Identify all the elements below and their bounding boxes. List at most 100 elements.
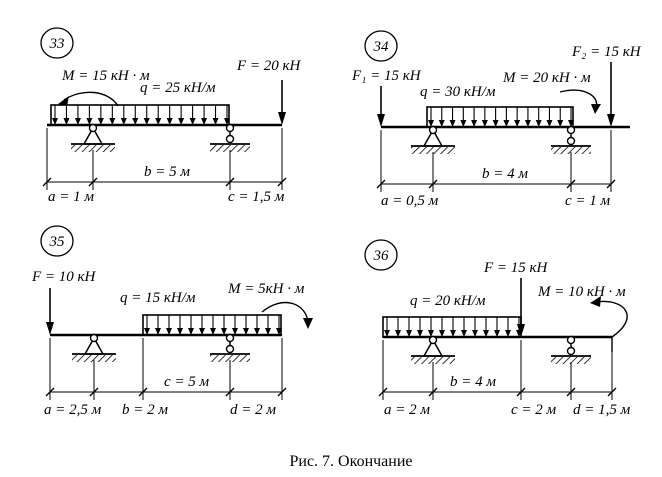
dimension-tick <box>89 387 99 397</box>
load-arrowhead <box>557 120 564 127</box>
load-arrowhead <box>166 118 173 125</box>
dim-a-label: a = 0,5 м <box>381 193 439 209</box>
ground-hatch <box>210 145 250 152</box>
problem-number-circle <box>364 30 398 62</box>
load-arrowhead <box>494 330 500 337</box>
roller-hinge-top <box>566 125 576 135</box>
moment-arrowhead <box>590 296 601 307</box>
load-arrowhead <box>243 328 249 335</box>
load-arrowhead <box>461 330 467 337</box>
dimension-tick <box>378 387 388 397</box>
load-arrowhead <box>471 120 478 127</box>
ground-hatch <box>411 357 455 364</box>
pin-hinge <box>428 335 438 345</box>
load-arrowhead <box>166 328 172 335</box>
problem-33: 33 M = 15 кН · м q = 25 кН/м F = 20 кН a… <box>40 27 302 205</box>
dimension-tick <box>277 177 287 187</box>
moment-arc <box>559 89 598 109</box>
load-arrowhead <box>524 120 531 127</box>
load-label: q = 30 кН/м <box>420 84 496 100</box>
load-arrowhead <box>406 330 412 337</box>
dimension-tick <box>516 387 526 397</box>
pin-support <box>72 333 116 362</box>
load-arrowhead <box>472 330 478 337</box>
figure-caption: Рис. 7. Окончание <box>289 453 412 470</box>
dim-d-label: d = 2 м <box>230 402 276 418</box>
roller-support <box>210 333 250 362</box>
dim-a-label: a = 2 м <box>384 402 430 418</box>
load-arrowhead <box>189 118 196 125</box>
moment-arrowhead <box>591 104 601 114</box>
roller-hinge-top <box>225 123 235 133</box>
dim-d-label: d = 1,5 м <box>573 402 631 418</box>
dim-c-label: c = 1 м <box>565 193 611 209</box>
dim-b-label: b = 2 м <box>122 402 168 418</box>
moment-arc <box>595 300 628 338</box>
load-arrowhead <box>492 120 499 127</box>
ground-hatch <box>411 147 455 154</box>
dimension-tick <box>607 387 617 397</box>
pin-hinge <box>428 125 438 135</box>
dimension-tick <box>45 387 55 397</box>
dim-c-label: c = 2 м <box>511 402 557 418</box>
distributed-load-box <box>426 106 574 128</box>
dim-a-label: a = 2,5 м <box>44 402 102 418</box>
load-arrowhead <box>514 120 521 127</box>
dimension-tick <box>225 177 235 187</box>
moment-arc <box>63 91 119 107</box>
pin-support <box>411 125 455 154</box>
ground-hatch <box>71 145 115 152</box>
ground-hatch <box>551 147 591 154</box>
roller-hinge-bottom <box>566 346 576 356</box>
problem-number: 36 <box>373 248 390 264</box>
moment-arrowhead <box>58 96 69 106</box>
moment-label: M = 10 кН · м <box>537 284 626 300</box>
problem-number: 33 <box>49 36 65 52</box>
load-arrowhead <box>417 330 423 337</box>
load-arrowhead <box>428 120 434 127</box>
load-arrowhead <box>199 328 205 335</box>
load-arrowhead <box>221 328 227 335</box>
load-label: q = 20 кН/м <box>410 293 486 309</box>
load-arrowhead <box>439 330 445 337</box>
distributed-load-arrows <box>144 315 282 335</box>
dimension-tick <box>428 387 438 397</box>
load-arrowhead <box>428 330 434 337</box>
force2-arrowhead <box>607 114 615 127</box>
moment-label: M = 15 кН · м <box>61 68 150 84</box>
dimension-tick <box>277 387 287 397</box>
problem-number: 35 <box>49 234 66 250</box>
load-arrowhead <box>212 118 219 125</box>
load-arrowhead <box>546 120 553 127</box>
load-arrowhead <box>395 330 401 337</box>
moment-arrowhead <box>303 318 313 329</box>
problem-34: 34 F₁ = 15 кН F₂ = 15 кН q = 30 кН/м M =… <box>351 30 642 209</box>
dimension-tick <box>138 387 148 397</box>
load-arrowhead <box>265 328 271 335</box>
dimension-lines <box>376 130 616 192</box>
dimension-lines <box>42 128 287 190</box>
load-arrowhead <box>201 118 208 125</box>
force1-arrowhead <box>377 114 385 127</box>
roller-hinge-bottom <box>225 344 235 354</box>
force-label: F = 20 кН <box>236 58 302 74</box>
load-arrowhead <box>86 118 93 125</box>
dim-c-label: c = 5 м <box>164 374 210 390</box>
pin-hinge <box>89 333 99 343</box>
dimension-tick <box>566 179 576 189</box>
load-arrowhead <box>210 328 216 335</box>
problem-number-circle <box>364 239 398 271</box>
moment-label: M = 5кН · м <box>227 281 305 297</box>
load-arrowhead <box>460 120 467 127</box>
load-label: q = 15 кН/м <box>120 290 196 306</box>
load-arrowhead <box>177 328 183 335</box>
dim-b-label: b = 4 м <box>450 374 496 390</box>
pin-support <box>71 123 115 152</box>
load-arrowhead <box>232 328 238 335</box>
dim-b-label: b = 5 м <box>144 164 190 180</box>
dim-b-label: b = 4 м <box>482 166 528 182</box>
problem-35: 35 F = 10 кН q = 15 кН/м M = 5кН · м a =… <box>31 225 313 418</box>
load-arrowhead <box>450 330 456 337</box>
distributed-load-arrows <box>384 317 522 337</box>
force2-label: F₂ = 15 кН <box>571 44 642 60</box>
